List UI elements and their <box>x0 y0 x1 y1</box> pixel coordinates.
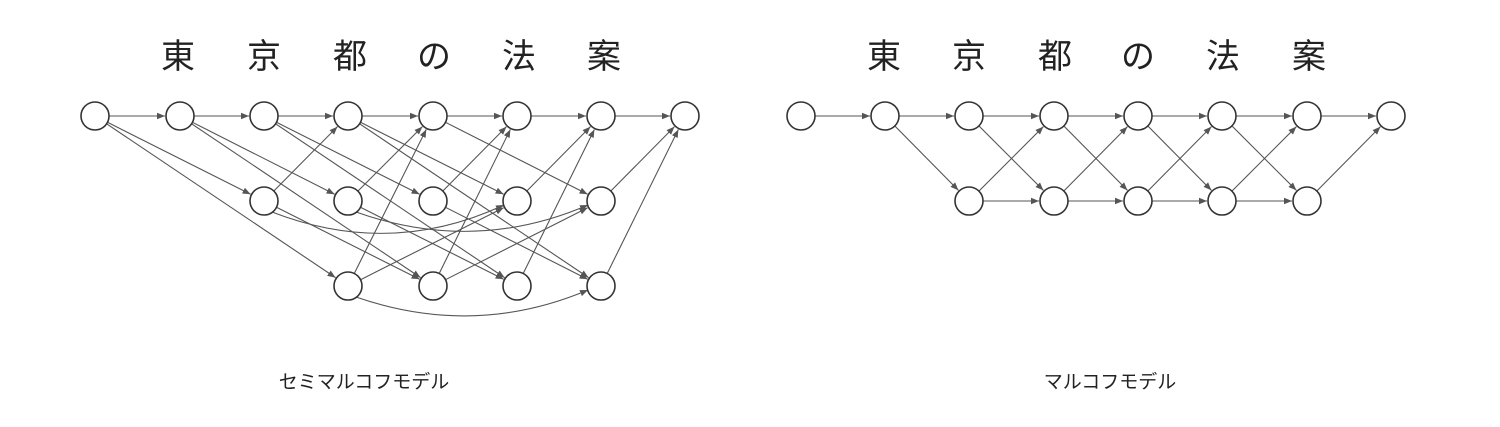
state-node <box>1123 186 1153 216</box>
transition-arrow <box>1231 126 1297 192</box>
transition-arrow <box>606 129 679 274</box>
state-node <box>1376 101 1406 131</box>
transition-arrow <box>978 126 1044 192</box>
transition-arrow <box>355 289 589 317</box>
state-node <box>1207 101 1237 131</box>
transition-arrow <box>107 121 251 195</box>
state-node <box>418 186 448 216</box>
transition-arrow <box>438 129 511 274</box>
markov-caption: マルコフモデル <box>1044 371 1177 393</box>
transition-arrow <box>360 206 504 280</box>
markov-title: 東 京 都 の 法 案 <box>867 37 1326 77</box>
transition-arrow <box>271 204 505 234</box>
state-node <box>1039 101 1069 131</box>
transition-arrow <box>894 125 959 191</box>
title-char: 都 <box>1038 37 1072 77</box>
state-node <box>165 101 195 131</box>
transition-arrow <box>610 126 675 192</box>
transition-arrow <box>276 121 420 195</box>
title-char: 都 <box>333 37 367 77</box>
transition-arrow <box>1147 126 1212 192</box>
transition-arrow <box>360 121 504 195</box>
markov-edges <box>815 112 1381 205</box>
state-node <box>502 101 532 131</box>
markov-nodes <box>786 101 1406 216</box>
transition-arrow <box>273 126 338 192</box>
state-node <box>249 186 279 216</box>
title-char: 法 <box>502 37 536 77</box>
title-char: 法 <box>1206 37 1240 77</box>
state-node <box>954 186 984 216</box>
state-node <box>870 101 900 131</box>
state-node <box>418 101 448 131</box>
state-node <box>786 101 816 131</box>
title-char: の <box>417 37 451 77</box>
title-char: 京 <box>247 37 281 77</box>
transition-arrow <box>355 204 589 232</box>
semi-markov-title: 東 京 都 の 法 案 <box>161 37 621 77</box>
transition-arrow <box>445 121 588 195</box>
transition-arrow <box>106 123 336 279</box>
title-char: 京 <box>952 37 986 77</box>
state-node <box>670 101 700 131</box>
state-node <box>333 186 363 216</box>
transition-arrow <box>1063 126 1128 192</box>
title-char: の <box>1121 37 1155 77</box>
state-node <box>954 101 984 131</box>
transition-arrow <box>359 123 589 279</box>
transition-arrow <box>1316 126 1381 192</box>
markov-diagram: 東 京 都 の 法 案 マルコフモデル <box>786 37 1406 393</box>
state-node <box>80 101 110 131</box>
state-node <box>418 271 448 301</box>
semi-markov-nodes <box>80 101 700 301</box>
state-node <box>502 186 532 216</box>
transition-arrow <box>442 126 507 192</box>
title-char: 東 <box>161 37 195 77</box>
semi-markov-diagram: 東 京 都 の 法 案 セミマルコフモデル <box>80 37 700 393</box>
state-node <box>333 271 363 301</box>
transition-arrow <box>522 129 595 274</box>
state-node <box>1292 186 1322 216</box>
state-node <box>502 271 532 301</box>
state-node <box>586 271 616 301</box>
title-char: 案 <box>1292 37 1326 77</box>
state-node <box>249 101 279 131</box>
transition-arrow <box>353 129 427 274</box>
transition-arrow <box>526 126 591 192</box>
title-char: 案 <box>587 37 621 77</box>
transition-arrow <box>191 123 421 279</box>
state-node <box>333 101 363 131</box>
state-node <box>586 186 616 216</box>
state-node <box>586 101 616 131</box>
semi-markov-edges <box>106 112 679 317</box>
transition-arrow <box>192 121 335 195</box>
state-node <box>1292 101 1322 131</box>
transition-arrow <box>276 206 420 280</box>
semi-markov-caption: セミマルコフモデル <box>279 371 450 393</box>
title-char: 東 <box>867 37 901 77</box>
state-node <box>1123 101 1153 131</box>
transition-arrow <box>357 126 423 192</box>
state-node <box>1207 186 1237 216</box>
state-node <box>1039 186 1069 216</box>
